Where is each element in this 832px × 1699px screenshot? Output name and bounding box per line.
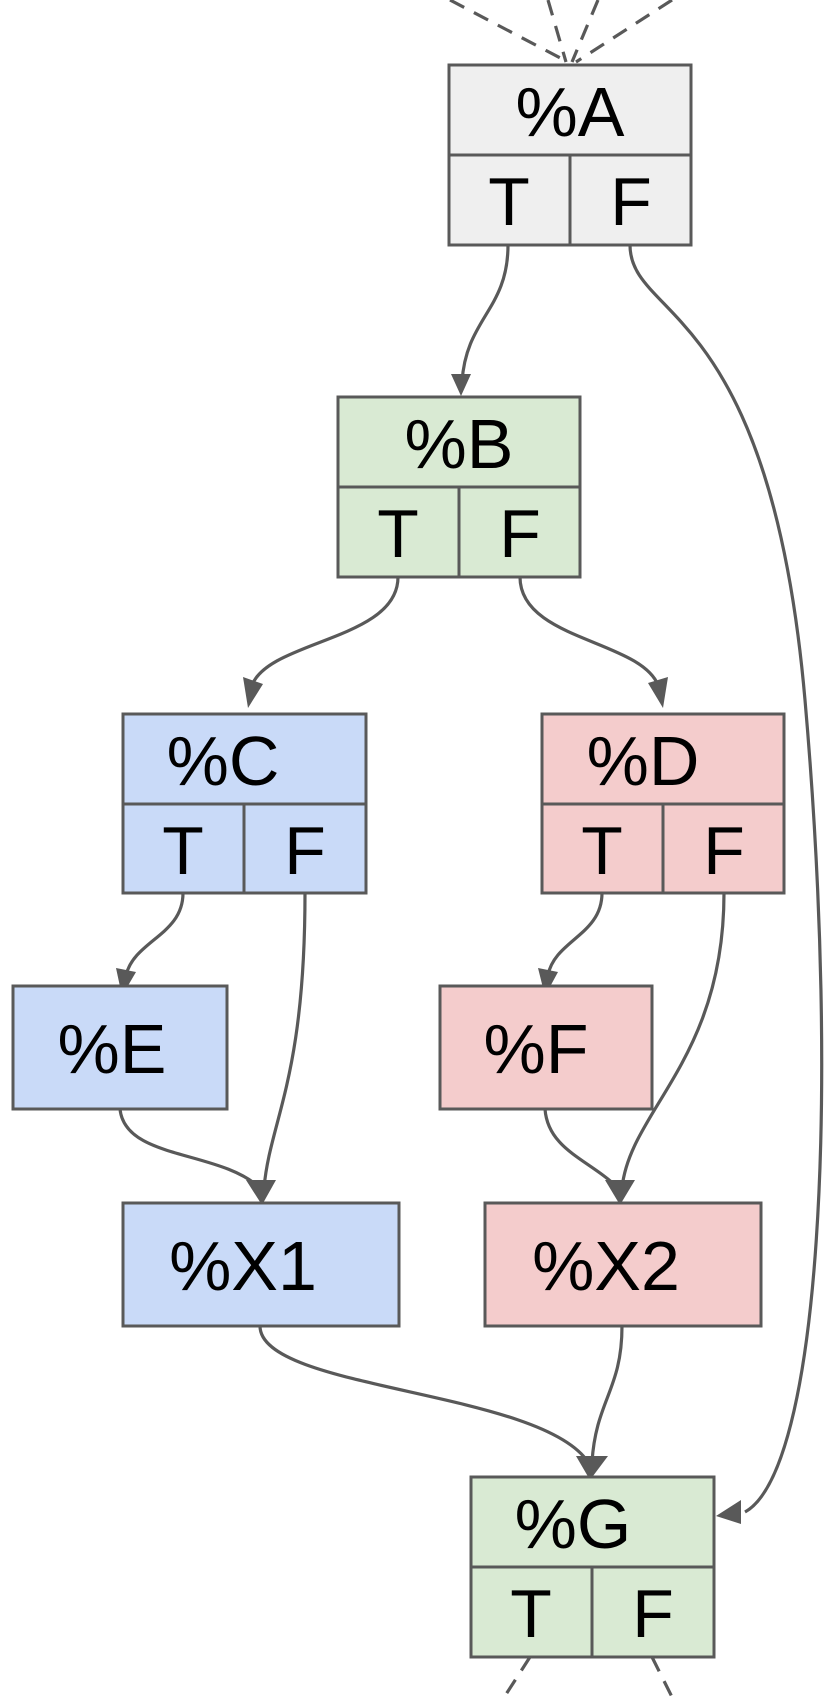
node-f-label: %F [484, 1010, 589, 1088]
edge-f-to-x2 [543, 1108, 620, 1190]
node-c-label: %C [167, 722, 280, 800]
node-b: %B T F [336, 395, 582, 579]
node-a-label: %A [516, 73, 625, 151]
node-x2-label: %X2 [532, 1227, 680, 1305]
node-e-label: %E [58, 1010, 167, 1088]
edge-x1-to-g [258, 1325, 590, 1463]
edge-c-false-to-x1 [262, 892, 307, 1189]
node-x2: %X2 [483, 1201, 763, 1328]
arrowhead-f [538, 968, 558, 996]
edges [118, 244, 824, 1514]
arrowhead-x1 [246, 1180, 276, 1205]
node-b-label: %B [405, 405, 514, 483]
node-d-label: %D [587, 722, 700, 800]
node-a-false-port: F [610, 164, 652, 240]
arrowhead-c [243, 677, 263, 708]
node-a-true-port: T [488, 164, 530, 240]
edge-a-true-to-b [460, 244, 510, 383]
incoming-dashed-edges [449, 0, 673, 64]
node-c-true-port: T [162, 813, 204, 889]
node-b-true-port: T [377, 496, 419, 572]
edge-b-false-to-d [518, 576, 660, 686]
node-d-false-port: F [703, 813, 745, 889]
edge-d-false-to-x2 [620, 892, 726, 1189]
node-c: %C T F [121, 712, 368, 895]
node-e: %E [11, 984, 229, 1111]
arrowhead-x2 [605, 1180, 635, 1205]
node-c-false-port: F [284, 813, 326, 889]
edge-e-to-x1 [118, 1108, 262, 1190]
edge-c-true-to-e [124, 892, 185, 976]
node-d: %D T F [540, 712, 786, 895]
node-x1: %X1 [121, 1201, 401, 1328]
node-g-label: %G [515, 1485, 632, 1563]
node-f: %F [438, 984, 654, 1111]
outgoing-dashed-edges [501, 1656, 675, 1699]
arrowhead-d [648, 677, 668, 708]
node-g: %G T F [469, 1475, 716, 1659]
node-b-false-port: F [499, 496, 541, 572]
node-x1-label: %X1 [169, 1227, 317, 1305]
node-d-true-port: T [581, 813, 623, 889]
arrowheads [116, 374, 741, 1524]
arrowhead-g-top [576, 1456, 608, 1480]
arrowhead-g-side [716, 1500, 741, 1524]
edge-b-true-to-c [250, 576, 400, 686]
node-g-false-port: F [632, 1576, 674, 1652]
node-g-true-port: T [510, 1576, 552, 1652]
edge-x2-to-g [590, 1325, 624, 1463]
edge-a-false-to-g [628, 244, 824, 1514]
arrowhead-b [451, 374, 471, 396]
node-a: %A T F [447, 63, 693, 247]
edge-d-true-to-f [546, 892, 604, 976]
